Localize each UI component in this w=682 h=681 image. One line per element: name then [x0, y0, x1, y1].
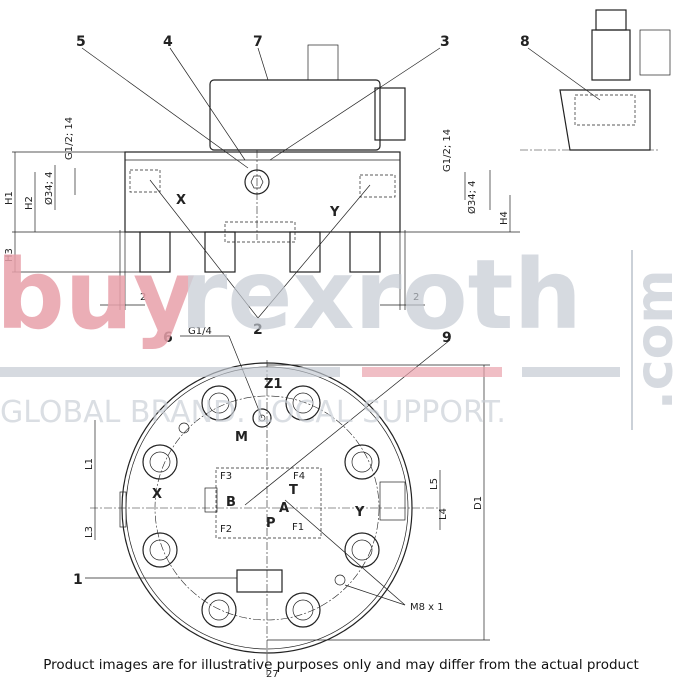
port-a: A: [279, 501, 289, 516]
plan-view: [85, 335, 490, 675]
watermark-rexroth: rexroth: [180, 239, 582, 351]
thread-left: G1/2; 14: [64, 117, 75, 160]
callout-5: 5: [76, 34, 86, 50]
port-p: P: [266, 516, 276, 531]
watermark: buy rexroth GLOBAL BRAND. LOCAL SUPPORT.…: [0, 239, 682, 430]
side-view: [12, 44, 520, 319]
dim-bottom: 27: [266, 669, 279, 680]
gap-left: 2: [140, 292, 146, 303]
dim-h3: H3: [4, 248, 15, 262]
dim-h4: H4: [499, 211, 510, 225]
port-f3: F3: [220, 471, 232, 482]
dim-l4: L4: [438, 508, 449, 520]
watermark-buy: buy: [0, 239, 196, 351]
callout-7: 7: [253, 34, 263, 50]
port-y-plan: Y: [354, 505, 365, 520]
port-f2: F2: [220, 524, 232, 535]
dim-h1: H1: [4, 191, 15, 205]
dim-h2: H2: [24, 196, 35, 210]
gap-right: 2: [413, 292, 419, 303]
bolt-holes: [142, 385, 380, 628]
disclaimer-footer: Product images are for illustrative purp…: [43, 657, 639, 673]
diameter-left: Ø34; 4: [43, 171, 55, 205]
dim-l5: L5: [429, 478, 440, 490]
diameter-right: Ø34; 4: [466, 180, 478, 214]
port-m: M: [235, 430, 248, 445]
dim-d1: D1: [473, 496, 484, 510]
port-t: T: [289, 483, 298, 498]
port-x-side: X: [176, 193, 186, 208]
dim-l3: L3: [84, 526, 95, 538]
port-x-plan: X: [152, 487, 162, 502]
callout-4: 4: [163, 34, 173, 50]
watermark-tld: .com: [625, 270, 682, 411]
port-y-side: Y: [329, 205, 340, 220]
dim-l1: L1: [84, 458, 95, 470]
port-z1: Z1: [264, 377, 282, 392]
callout-8: 8: [520, 34, 530, 50]
callout-1: 1: [73, 572, 83, 588]
port-b: B: [226, 495, 236, 510]
thread-m8: M8 x 1: [410, 602, 444, 613]
callout-9: 9: [442, 330, 452, 346]
port-f4: F4: [293, 471, 305, 482]
callout-6: 6: [163, 330, 173, 346]
callout-3: 3: [440, 34, 450, 50]
port-f1: F1: [292, 522, 304, 533]
callout-2: 2: [253, 322, 263, 338]
thread-g14: G1/4: [188, 326, 212, 337]
watermark-tagline: GLOBAL BRAND. LOCAL SUPPORT.: [0, 395, 506, 430]
valve-detail-view: [520, 9, 671, 151]
thread-right: G1/2; 14: [442, 129, 453, 172]
